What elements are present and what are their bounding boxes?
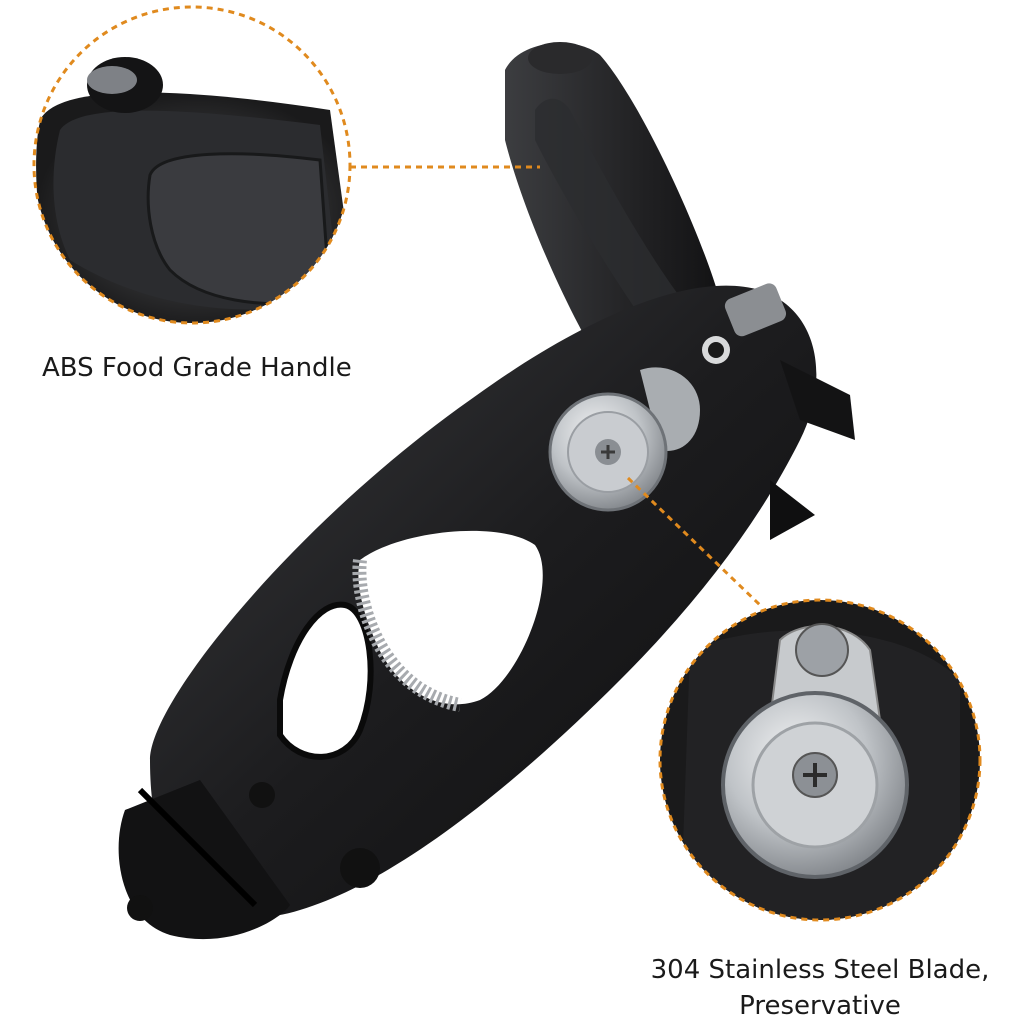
handle-zoom-callout [32, 5, 540, 325]
blade-feature-label: 304 Stainless Steel Blade, Preservative [610, 952, 1024, 1024]
blade-feature-label-line2: Preservative [739, 991, 901, 1021]
handle-feature-label: ABS Food Grade Handle [42, 353, 352, 383]
can-opener-body [118, 42, 855, 940]
blade-feature-label-line1: 304 Stainless Steel Blade, [650, 955, 990, 985]
blade-zoom-callout [626, 476, 982, 922]
